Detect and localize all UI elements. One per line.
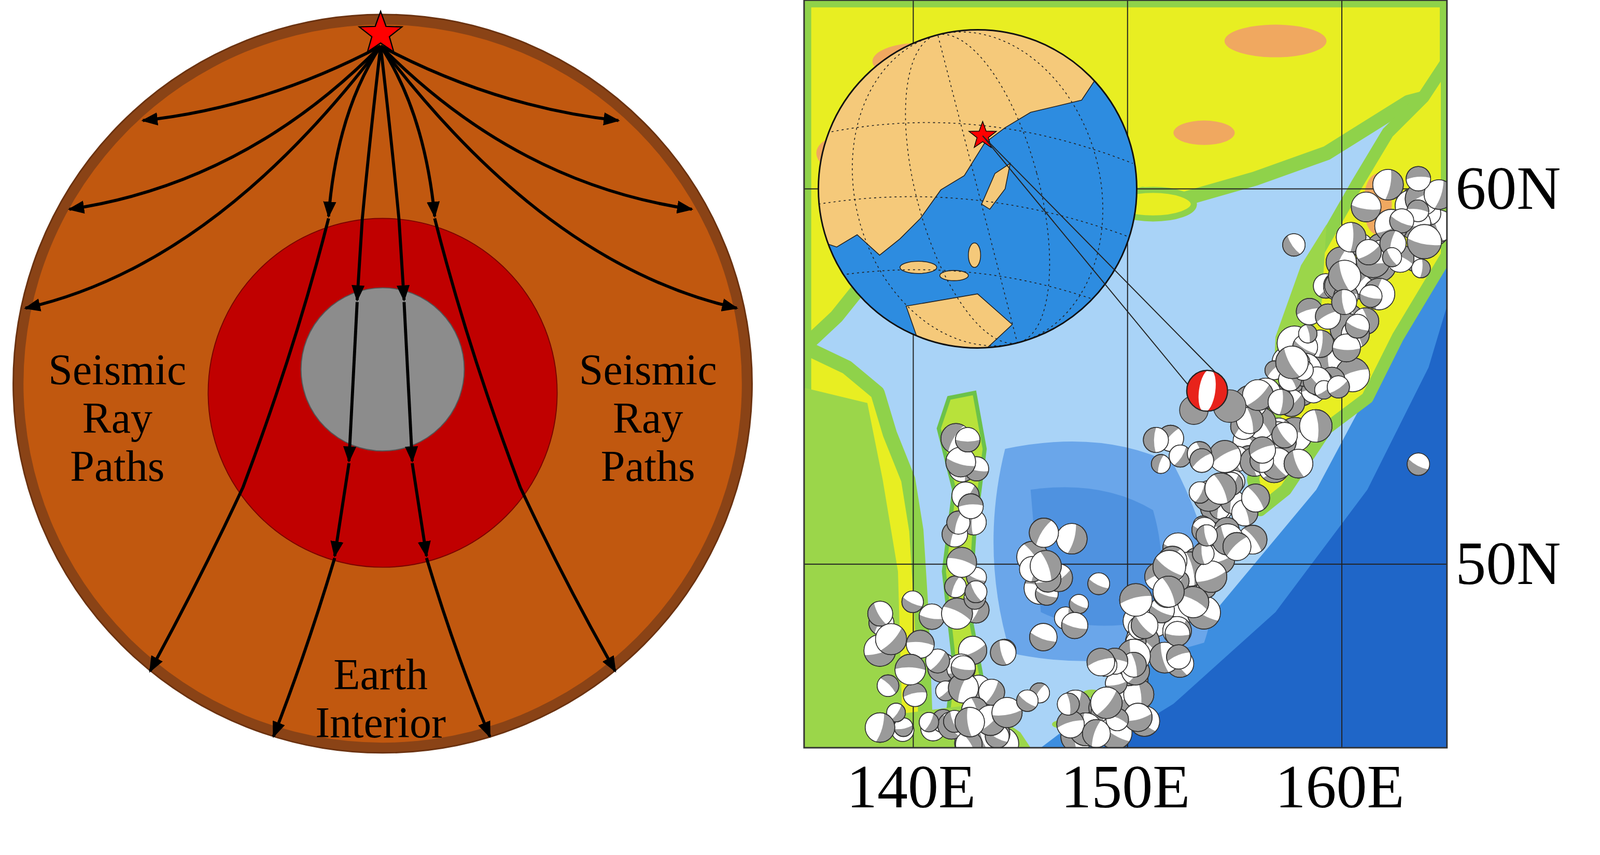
focal-ball [958, 494, 984, 520]
focal-ball [1275, 340, 1315, 380]
focal-ball [1151, 454, 1173, 476]
axis-label: 160E [1275, 756, 1405, 819]
focal-ball [990, 637, 1019, 666]
earth-circle: Seismic Ray Paths Seismic Ray PathsEarth … [13, 14, 753, 754]
focal-ball [867, 597, 898, 627]
focal-ball [1296, 324, 1317, 345]
axis-label: 50N [1455, 533, 1561, 595]
focal-ball [1223, 532, 1257, 567]
axis-label: 150E [1060, 756, 1190, 819]
focal-ball [1084, 681, 1122, 720]
focal-ball [1370, 166, 1404, 201]
focal-ball [1055, 693, 1079, 718]
focal-ball [1208, 440, 1247, 479]
focal-ball [955, 427, 980, 453]
axis-label: 60N [1455, 158, 1561, 220]
focal-ball [1016, 685, 1043, 712]
axis-label: 140E [846, 756, 976, 819]
focal-ball [1271, 417, 1303, 448]
focal-ball [1406, 166, 1432, 192]
focal-ball [872, 675, 899, 701]
focal-ball [1196, 522, 1220, 546]
earth-section [13, 14, 753, 754]
focal-ball [1298, 409, 1332, 444]
ray-paths [25, 46, 737, 737]
region-label: Seismic Ray Paths [570, 345, 726, 491]
focal-ball [1407, 449, 1434, 476]
focal-ball [1382, 244, 1406, 268]
focal-ball [1143, 427, 1169, 454]
focal-ball [943, 547, 977, 582]
region-label: Seismic Ray Paths [39, 345, 195, 491]
focal-ball [1284, 444, 1318, 479]
focal-ball [903, 683, 930, 709]
focal-ball [1166, 644, 1199, 678]
focal-ball [1266, 388, 1294, 416]
focal-ball [1082, 720, 1115, 749]
focal-ball [1165, 621, 1191, 647]
regional-map [804, 0, 1448, 749]
focal-ball [1119, 583, 1156, 620]
focal-ball [1069, 591, 1092, 614]
globe-inset [806, 3, 1154, 375]
focal-ball [1359, 283, 1385, 308]
epicenter-star [359, 11, 402, 52]
focal-ball [894, 654, 926, 686]
focal-ball [1345, 311, 1373, 339]
focal-ball [868, 617, 907, 655]
focal-ball [1166, 644, 1195, 673]
event-mechanism [1179, 368, 1246, 425]
focal-ball [1025, 550, 1062, 587]
focal-ball [1236, 484, 1270, 518]
focal-ball [1087, 569, 1114, 595]
focal-ball [1323, 371, 1350, 399]
inset-leader [982, 135, 1222, 386]
focal-ball [1086, 648, 1118, 680]
focal-ball [1407, 221, 1445, 260]
focal-ball [955, 705, 987, 738]
focal-ball [964, 577, 991, 603]
focal-ball [1189, 448, 1219, 478]
focal-ball [1029, 518, 1064, 554]
focal-ball [1282, 229, 1310, 257]
focal-ball [1351, 234, 1382, 265]
focal-ball [1331, 287, 1359, 315]
map-frame [804, 0, 1448, 749]
focal-ball [901, 587, 927, 613]
focal-ball [915, 709, 939, 733]
focal-ball [1248, 437, 1280, 468]
region-label: Earth Interior [302, 650, 459, 748]
focal-ball [950, 654, 977, 681]
focal-ball [1147, 576, 1185, 613]
focal-ball [1061, 609, 1091, 639]
focal-ball [1199, 473, 1237, 511]
focal-ball [861, 709, 895, 743]
